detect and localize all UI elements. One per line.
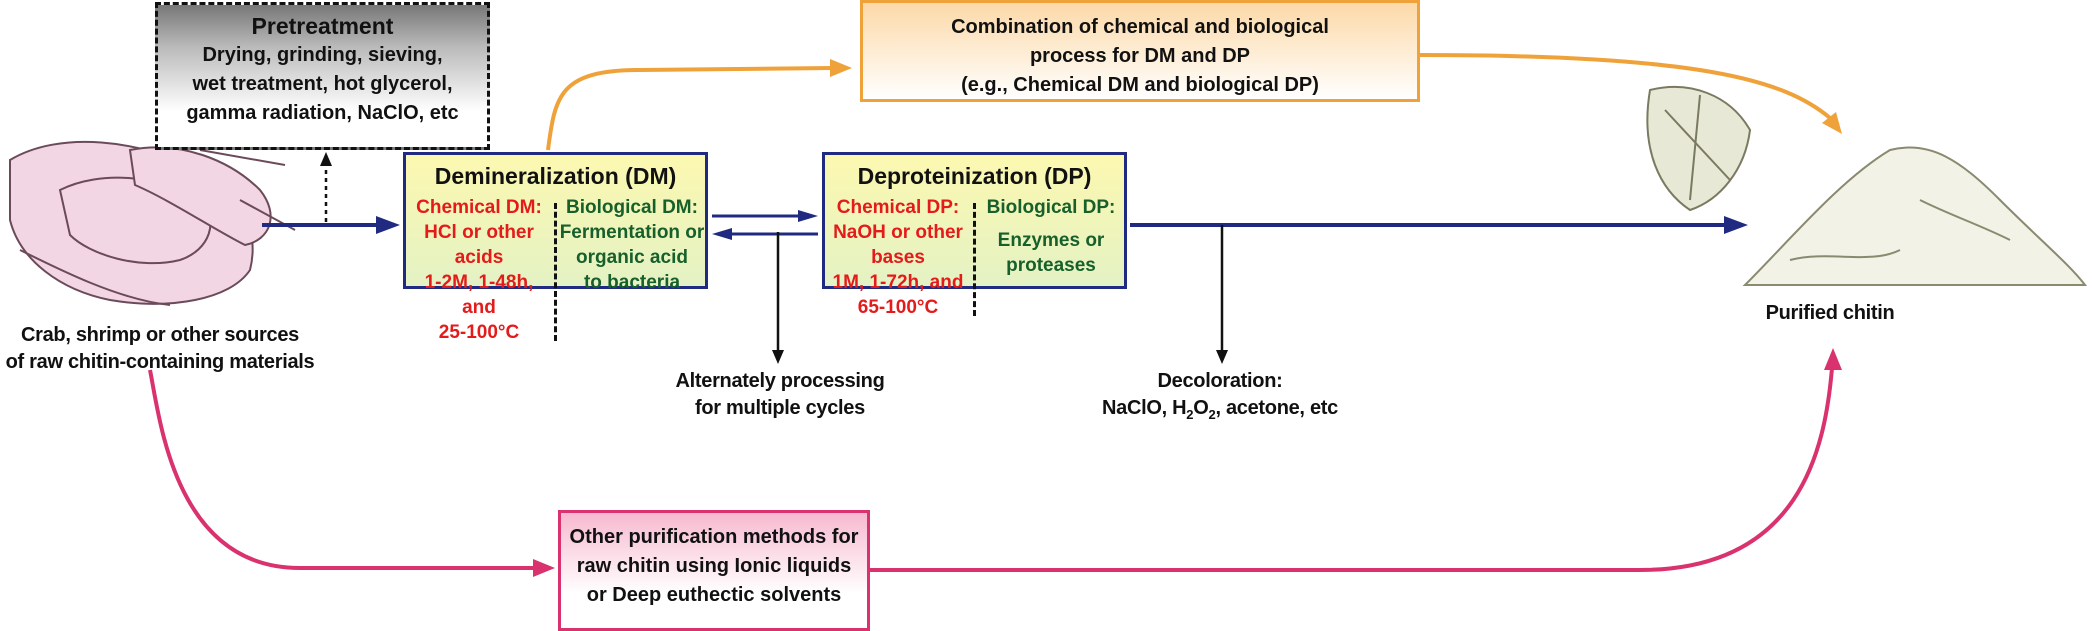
text: Biological DM: xyxy=(566,197,698,218)
combination-line: Combination of chemical and biological xyxy=(951,16,1329,38)
pretreatment-line: gamma radiation, NaClO, etc xyxy=(186,102,459,124)
chemical-dm: Chemical DM: HCl or other acids 1-2M, 1-… xyxy=(406,195,552,345)
text: 65-100°C xyxy=(857,297,939,318)
combination-line: process for DM and DP xyxy=(1029,45,1251,67)
biological-dm: Biological DM: Fermentation or organic a… xyxy=(559,195,705,345)
main-flow-arrows xyxy=(262,210,1748,240)
text: O xyxy=(1193,397,1209,419)
other-line: Other purification methods for xyxy=(569,526,859,548)
chitin-powder-pile-illustration xyxy=(1742,146,2088,286)
pretreatment-title: Pretreatment xyxy=(251,13,394,39)
other-line: raw chitin using Ionic liquids xyxy=(576,555,852,577)
text: , acetone, etc xyxy=(1215,397,1338,419)
source-label: Crab, shrimp or other sources of raw chi… xyxy=(0,322,320,376)
text: 2 xyxy=(1186,407,1194,422)
text: for multiple cycles xyxy=(695,397,865,419)
chemical-dp: Chemical DP: NaOH or other bases 1M, 1-7… xyxy=(825,195,971,320)
pretreatment-line: Drying, grinding, sieving, xyxy=(202,44,443,66)
text: 1-2M, 1-48h, and xyxy=(424,272,534,318)
other-purification-box: Other purification methods for raw chiti… xyxy=(558,510,870,631)
text: Alternately processing xyxy=(675,370,885,392)
demineralization-box: Demineralization (DM) Chemical DM: HCl o… xyxy=(403,152,708,343)
text: to bacteria xyxy=(583,272,681,293)
alternate-label: Alternately processing for multiple cycl… xyxy=(640,368,920,422)
dp-title: Deproteinization (DP) xyxy=(857,163,1092,189)
text: Decoloration: xyxy=(1157,370,1283,392)
alternative-method-arrows xyxy=(148,348,1842,577)
text: 1M, 1-72h, and xyxy=(832,272,964,293)
text: NaOH or other bases xyxy=(833,222,963,268)
deproteinization-box: Deproteinization (DP) Chemical DP: NaOH … xyxy=(822,152,1127,318)
pretreatment-line: wet treatment, hot glycerol, xyxy=(192,73,453,95)
text: Enzymes or xyxy=(997,230,1105,251)
decoloration-agents: NaClO, H2O2, acetone, etc xyxy=(1080,395,1360,428)
combination-box: Combination of chemical and biological p… xyxy=(860,0,1420,102)
shrimp-illustration xyxy=(9,134,296,306)
text: of raw chitin-containing materials xyxy=(5,351,315,373)
other-line: or Deep euthectic solvents xyxy=(586,584,842,606)
text: Fermentation or xyxy=(559,222,705,243)
text: organic acid xyxy=(576,247,688,268)
divider xyxy=(554,203,557,341)
text: HCl or other acids xyxy=(424,222,534,268)
combination-arrows xyxy=(546,53,1842,151)
product-label: Purified chitin xyxy=(1765,302,1895,324)
text: Chemical DM: xyxy=(416,197,542,218)
side-arrows xyxy=(320,152,1228,364)
chitin-flakes-illustration xyxy=(1646,86,1752,212)
text: proteases xyxy=(1006,255,1096,276)
text: 2 xyxy=(1208,407,1216,422)
dm-title: Demineralization (DM) xyxy=(434,163,677,189)
biological-dp: Biological DP: Enzymes or proteases xyxy=(978,195,1124,320)
text: Chemical DP: xyxy=(836,197,960,218)
decoloration-label: Decoloration: NaClO, H2O2, acetone, etc xyxy=(1080,368,1360,428)
text: Crab, shrimp or other sources xyxy=(20,324,300,346)
combination-line: (e.g., Chemical DM and biological DP) xyxy=(961,74,1319,96)
text: 25-100°C xyxy=(438,322,520,343)
text: NaClO, H xyxy=(1102,397,1187,419)
text: Biological DP: xyxy=(986,197,1116,218)
pretreatment-box: Pretreatment Drying, grinding, sieving, … xyxy=(155,2,490,150)
divider xyxy=(973,203,976,316)
